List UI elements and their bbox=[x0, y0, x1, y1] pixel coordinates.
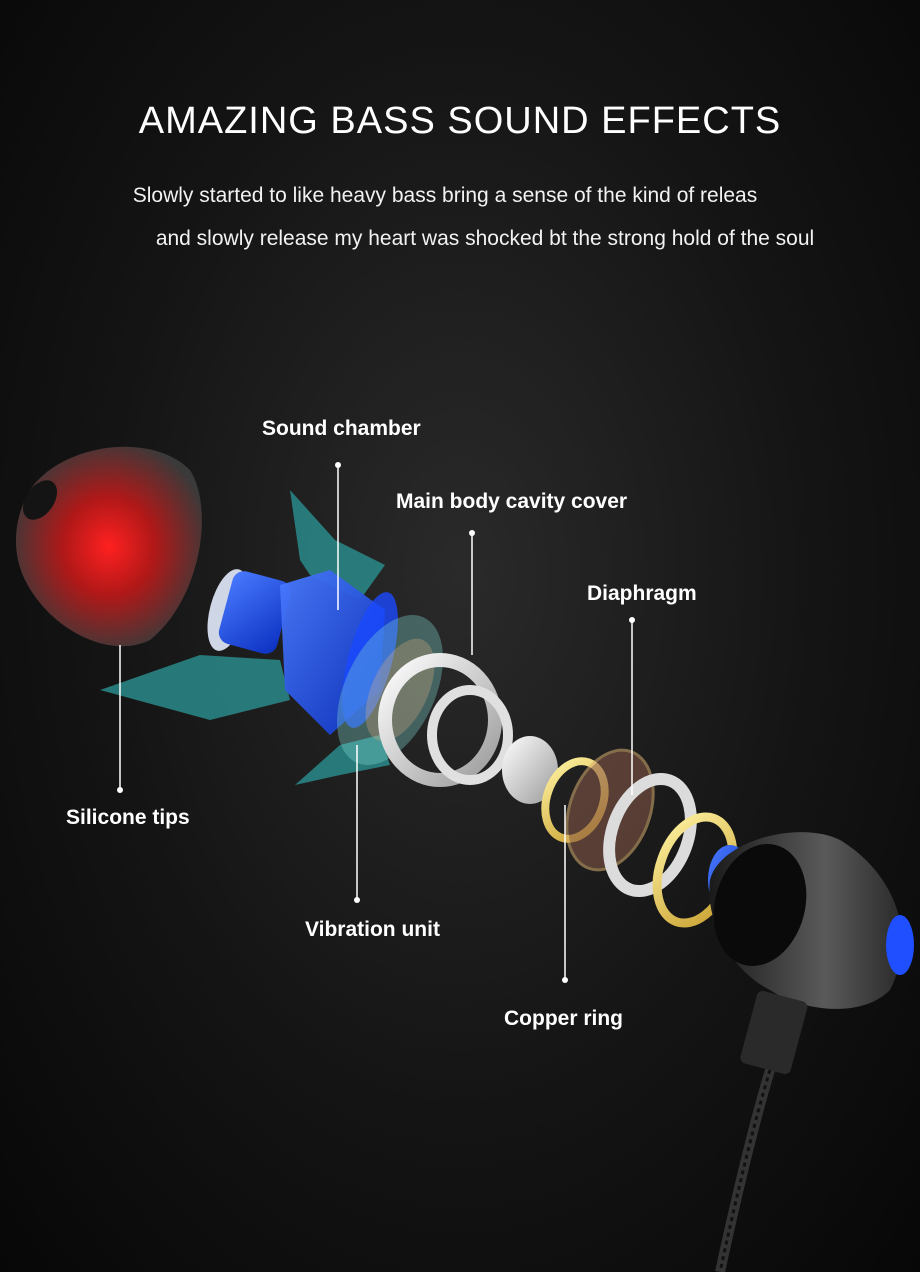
label-main-body-cavity-cover: Main body cavity cover bbox=[396, 490, 628, 513]
main-body-cavity-cover bbox=[378, 653, 558, 804]
silicone-tip bbox=[15, 446, 202, 647]
label-diaphragm: Diaphragm bbox=[587, 582, 697, 605]
earphone-housing bbox=[708, 832, 914, 1272]
sound-chamber bbox=[207, 569, 398, 735]
subtitle-line-2: and slowly release my heart was shocked … bbox=[155, 227, 815, 250]
label-silicone-tips: Silicone tips bbox=[66, 806, 190, 829]
leader-dots bbox=[117, 462, 635, 983]
page-title: AMAZING BASS SOUND EFFECTS bbox=[138, 100, 782, 142]
leader-lines bbox=[119, 465, 633, 980]
label-sound-chamber: Sound chamber bbox=[262, 417, 421, 440]
label-vibration-unit: Vibration unit bbox=[305, 918, 440, 941]
subtitle-line-1: Slowly started to like heavy bass bring … bbox=[132, 184, 758, 207]
label-copper-ring: Copper ring bbox=[504, 1007, 623, 1030]
